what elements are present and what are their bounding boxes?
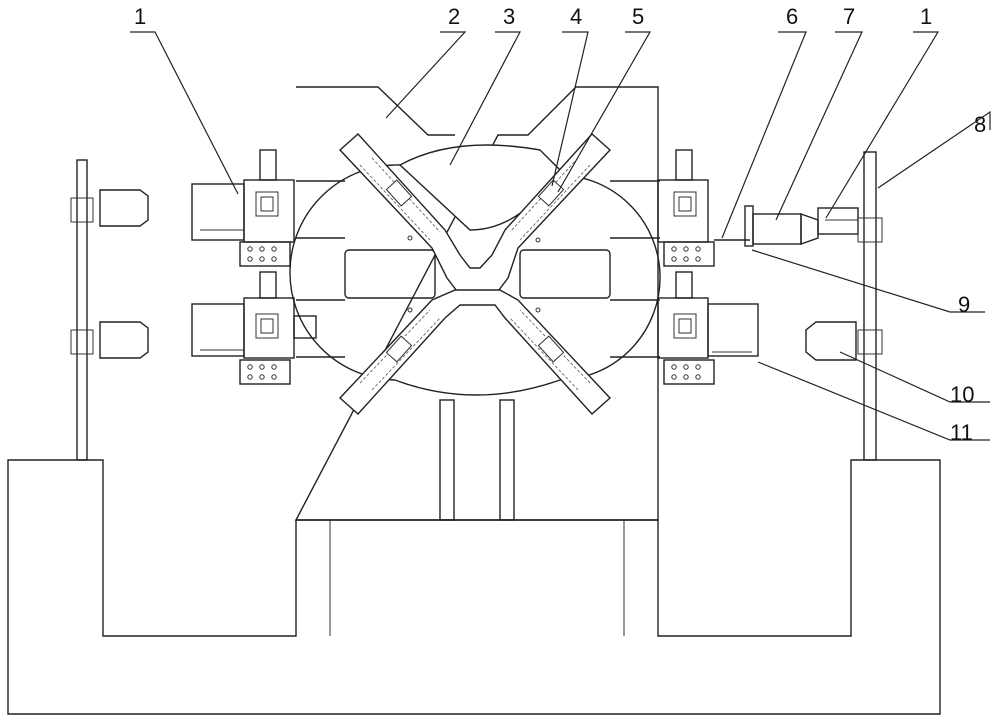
x-arms <box>338 133 612 415</box>
left-post <box>70 159 149 461</box>
leader-lines <box>130 31 991 441</box>
central-frame <box>294 86 659 521</box>
actuator-upper-right <box>657 149 715 267</box>
right-post <box>805 151 883 461</box>
label-3: 3 <box>503 4 515 29</box>
label-11: 11 <box>950 420 973 445</box>
right-cylinder <box>714 205 859 247</box>
label-1-left: 1 <box>134 4 146 29</box>
actuator-lower-right <box>657 271 759 385</box>
rails <box>296 180 660 358</box>
label-1-right: 1 <box>920 4 932 29</box>
label-4: 4 <box>570 4 582 29</box>
label-9: 9 <box>958 292 970 317</box>
actuator-lower-left <box>191 271 317 385</box>
label-2: 2 <box>448 4 460 29</box>
label-7: 7 <box>843 4 855 29</box>
label-6: 6 <box>786 4 798 29</box>
label-5: 5 <box>632 4 644 29</box>
label-8: 8 <box>974 112 986 137</box>
actuator-upper-left <box>191 149 295 267</box>
label-10: 10 <box>950 382 974 407</box>
base-frame <box>7 459 941 715</box>
rotor-disc <box>289 144 661 396</box>
